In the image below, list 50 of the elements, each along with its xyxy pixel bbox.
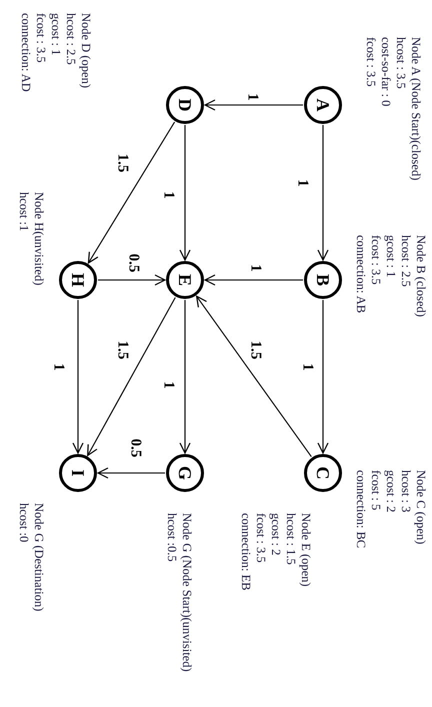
annotation-text: Node B (closed) — [413, 235, 428, 317]
node-circle: B — [304, 261, 342, 299]
annotation-text: fcost : 3.5 — [253, 513, 268, 563]
node-circle: G — [166, 454, 204, 492]
annotation-text: hcost : 2.5 — [398, 235, 413, 287]
annotation-text: gcost : 2 — [383, 470, 398, 512]
annotation-text: hcost : 3.5 — [393, 37, 408, 89]
annotation-text: fcost : 3.5 — [363, 37, 378, 87]
arrow — [204, 274, 303, 286]
arrow — [196, 296, 312, 458]
node-circle: I — [59, 454, 97, 492]
annotation-text: fcost : 3.5 — [33, 13, 48, 63]
arrow — [204, 99, 303, 111]
annotation-text: fcost : 3.5 — [368, 235, 383, 285]
node-circle: A — [304, 86, 342, 124]
annotation-text: Node H(unvisited) — [31, 192, 46, 286]
arrow — [317, 125, 329, 261]
annotation-text: hcost : 3 — [398, 470, 413, 512]
annotation-text: gcost : 1 — [48, 13, 63, 56]
annotation-text: hcost : 1.5 — [283, 513, 298, 565]
annotation-text: fcost : 5 — [368, 470, 383, 510]
annotation-text: Node A (Node Start)(closed) — [408, 37, 423, 180]
annotation-text: hcost :0 — [16, 503, 31, 542]
annotation-text: connection: BC — [353, 470, 368, 548]
annotation-text: Node G (Destination) — [31, 503, 46, 612]
annotation-text: hcost :0.5 — [164, 513, 179, 562]
annotation-text: gcost : 1 — [383, 235, 398, 278]
annotation-text: gcost : 2 — [268, 513, 283, 556]
arrow — [87, 297, 176, 456]
annotation-text: connection: AD — [18, 13, 33, 92]
node-circle: E — [166, 261, 204, 299]
annotation-text: Node C (open) — [413, 470, 428, 544]
arrow — [179, 300, 191, 454]
arrow — [72, 300, 84, 454]
annotation-text: cost-so-far : 0 — [378, 37, 393, 106]
arrow — [98, 274, 166, 286]
arrow — [88, 122, 176, 264]
arrow — [317, 300, 329, 454]
node-circle: D — [166, 86, 204, 124]
annotation-text: connection: AB — [353, 235, 368, 314]
node-circle: C — [304, 454, 342, 492]
annotation-text: hcost :1 — [16, 192, 31, 232]
annotation-text: Node G (Node Start)(unvisited) — [179, 513, 194, 672]
annotation-text: Node D (open) — [78, 13, 93, 88]
node-circle: H — [59, 261, 97, 299]
annotation-text: hcost : 2.5 — [63, 13, 78, 65]
annotation-text: Node E (open) — [298, 513, 313, 587]
annotation-text: connection: EB — [238, 513, 253, 590]
arrow — [97, 467, 165, 479]
arrow — [179, 125, 191, 261]
